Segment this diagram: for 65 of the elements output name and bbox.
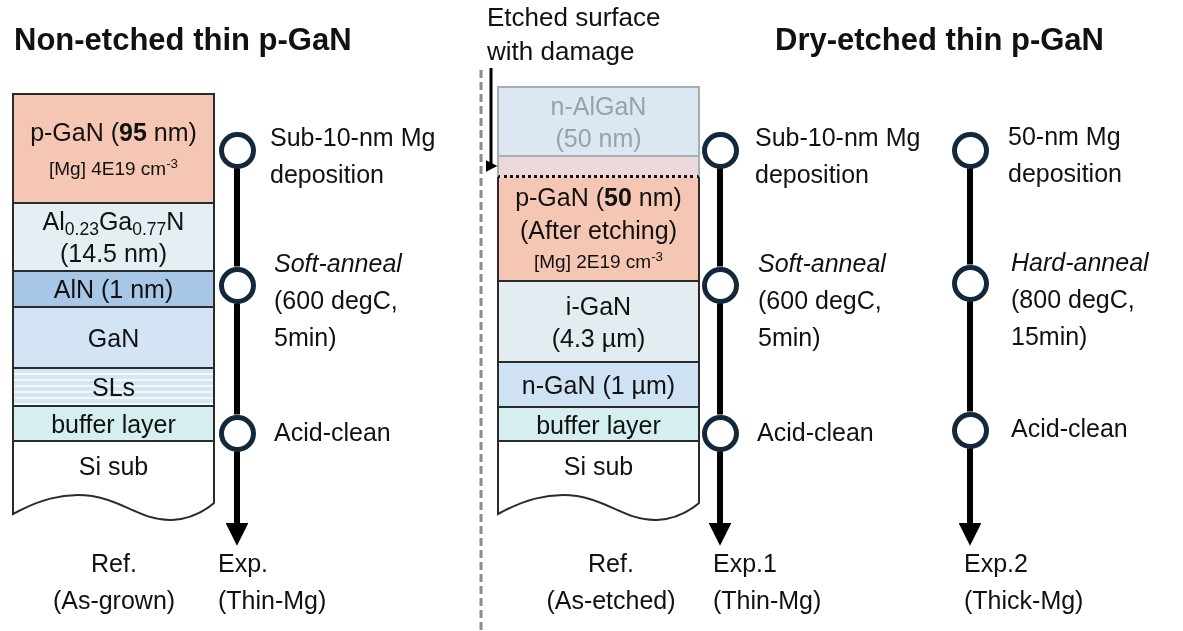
step-label: Sub-10-nm Mg deposition xyxy=(270,122,437,190)
step-circle xyxy=(951,131,989,169)
step-label: Soft-anneal (600 degC, 5min) xyxy=(758,248,888,353)
sample-label: Ref. (As-grown) xyxy=(51,548,177,616)
timeline-arrow xyxy=(958,448,982,546)
step-circle xyxy=(701,266,739,304)
sample-label: Exp.2 (Thick-Mg) xyxy=(964,545,1094,619)
material-layer xyxy=(497,361,700,406)
step-circle xyxy=(218,131,256,169)
layer-label: Si sub xyxy=(563,451,634,482)
step-circle xyxy=(218,266,256,304)
damaged-layer xyxy=(497,155,700,178)
pointer-arrow xyxy=(486,68,498,172)
timeline-line xyxy=(967,168,973,265)
step-label: Soft-anneal (600 degC, 5min) xyxy=(274,248,404,353)
step-circle xyxy=(701,131,739,169)
step-circle xyxy=(701,414,739,452)
sample-label: Ref. (As-etched) xyxy=(545,548,677,616)
step-label: Acid-clean xyxy=(757,417,874,448)
material-layer xyxy=(12,405,215,441)
material-layer xyxy=(497,178,700,280)
layer-label: SLs xyxy=(91,372,136,403)
layer-label: GaN xyxy=(87,322,140,354)
step-label: Sub-10-nm Mg deposition xyxy=(755,122,922,190)
layer-label: buffer layer xyxy=(536,409,661,441)
layer-label: AlN (1 nm) xyxy=(53,274,174,304)
step-label: 50-nm Mg deposition xyxy=(1008,121,1123,189)
timeline-line xyxy=(234,168,240,267)
layer-label: Si sub xyxy=(78,451,149,482)
timeline-arrow xyxy=(225,451,249,546)
panel-title: Non-etched thin p-GaN xyxy=(14,21,352,59)
step-circle xyxy=(951,264,989,302)
material-layer xyxy=(497,406,700,441)
layer-label: [Mg] 2E19 cm$^{-3}$ xyxy=(533,247,663,274)
timeline-line xyxy=(717,303,723,415)
step-circle xyxy=(218,414,256,452)
layer-label: n-GaN (1 µm) xyxy=(521,369,676,401)
sample-label: Exp. (Thin-Mg) xyxy=(218,545,336,619)
substrate-layer xyxy=(497,441,700,522)
layer-label: buffer layer xyxy=(51,409,176,440)
material-layer xyxy=(497,86,700,155)
step-label: Hard-anneal (800 degC, 15min) xyxy=(1011,247,1150,352)
layer-label: n-AlGaN (50 nm) xyxy=(549,90,648,154)
material-layer xyxy=(12,270,215,306)
material-layer xyxy=(12,306,215,367)
material-layer xyxy=(12,202,215,270)
panel-title: Dry-etched thin p-GaN xyxy=(775,21,1104,59)
layer-label: p-GaN (50 nm) (After etching) xyxy=(514,182,683,246)
layer-label: [Mg] 4E19 cm$^{-3}$ xyxy=(48,154,178,181)
timeline-arrow xyxy=(708,451,732,546)
timeline-line xyxy=(967,301,973,412)
step-label: Acid-clean xyxy=(274,417,391,448)
callout-text: Etched surface with damage xyxy=(487,0,669,68)
layer-label: i-GaN (4.3 µm) xyxy=(550,290,647,354)
timeline-line xyxy=(717,168,723,267)
material-layer xyxy=(497,280,700,361)
step-circle xyxy=(951,411,989,449)
material-layer xyxy=(12,93,215,202)
superlattice-layer xyxy=(12,367,215,405)
layer-label: p-GaN (95 nm) xyxy=(30,116,197,148)
step-label: Acid-clean xyxy=(1011,413,1128,444)
sample-label: Exp.1 (Thin-Mg) xyxy=(713,545,831,619)
timeline-line xyxy=(234,303,240,415)
layer-label: Al$_{0.23}$Ga$_{0.77}$N (14.5 nm) xyxy=(41,206,186,269)
substrate-layer xyxy=(12,441,215,522)
